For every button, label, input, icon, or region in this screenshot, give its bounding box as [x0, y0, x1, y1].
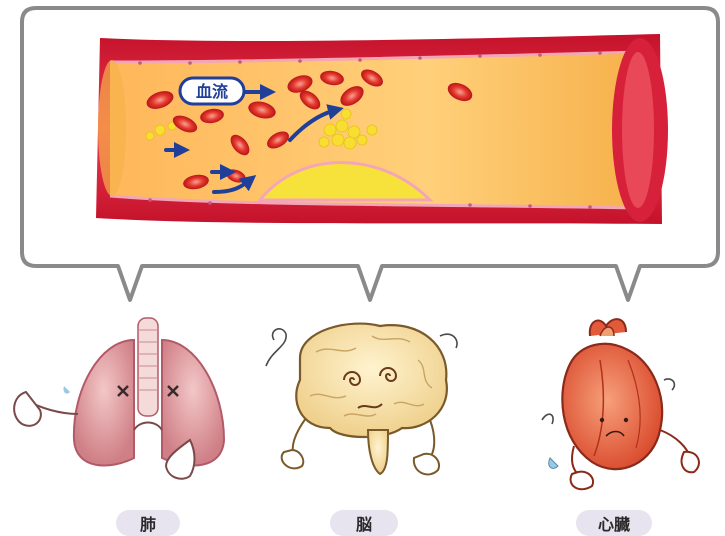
blood-flow-label: 血流	[180, 78, 244, 104]
organ-label-brain: 脳	[330, 510, 398, 536]
organ-label-heart: 心臓	[576, 510, 652, 536]
blood-vessel	[96, 34, 668, 224]
organ-label-lungs: 肺	[116, 510, 180, 536]
lungs-character	[14, 318, 224, 479]
blood-flow-text: 血流	[196, 82, 228, 101]
heart-character	[542, 319, 699, 489]
brain-character	[266, 324, 457, 475]
